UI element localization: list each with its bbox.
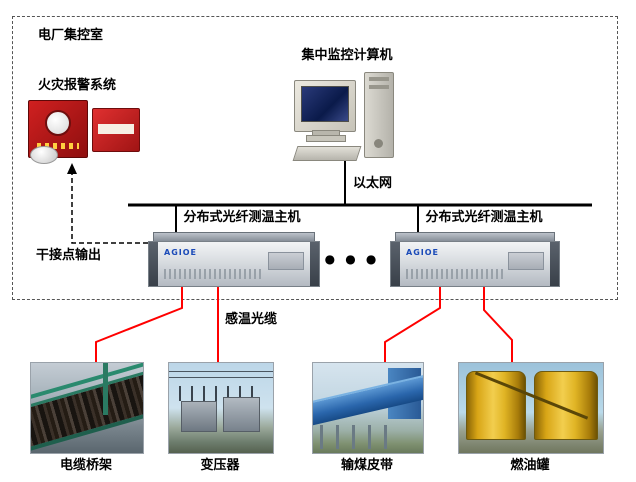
- fuel-tank-photo: [458, 362, 604, 454]
- power-line: [169, 371, 273, 373]
- call-point-label-strip: [98, 124, 134, 134]
- dry-contact-dashed-line: [71, 172, 148, 244]
- rack-front-panel: AGIOE: [390, 241, 560, 287]
- keyboard: [292, 146, 362, 161]
- more-hosts-ellipsis: ● ● ●: [324, 252, 380, 266]
- alarm-gauge-dial: [45, 110, 71, 136]
- rack-mount-ear: [550, 242, 559, 286]
- control-room-boundary: [12, 16, 618, 300]
- computer-tower: [364, 72, 394, 158]
- fire-alarm-graphic: [28, 96, 140, 164]
- site-label-cable-tray: 电缆桥架: [59, 458, 113, 473]
- transformer-body: [223, 397, 261, 432]
- crt-monitor: [294, 80, 356, 132]
- support-legs: [319, 425, 399, 449]
- control-room-label: 电厂集控室: [38, 28, 104, 43]
- alarm-indicator-lights: [37, 143, 79, 149]
- monitor-base: [306, 135, 346, 142]
- rack-mount-ear: [310, 242, 319, 286]
- monitoring-computer-graphic: [292, 72, 400, 164]
- smoke-detector: [30, 146, 58, 164]
- rack-mount-ear: [149, 242, 158, 286]
- site-label-transformer: 变压器: [200, 458, 240, 473]
- bushings: [179, 386, 263, 401]
- fiber-host-left: AGIOE: [148, 232, 320, 287]
- rack-vents: [164, 269, 263, 279]
- host-brand-text: AGIOE: [164, 248, 197, 257]
- fire-alarm-label: 火灾报警系统: [38, 78, 117, 93]
- fire-alarm-call-point: [92, 108, 140, 152]
- dry-contact-arrowhead: [67, 163, 77, 174]
- transformer-photo: [168, 362, 274, 454]
- rack-port-cluster: [268, 252, 304, 270]
- fiber-cable-label: 感温光缆: [225, 312, 278, 327]
- rack-vents: [406, 269, 504, 279]
- host-right-label: 分布式光纤测温主机: [425, 210, 543, 225]
- fuel-tank-cylinder: [533, 371, 598, 440]
- site-label-conveyor: 输煤皮带: [340, 458, 394, 473]
- cable-tray-photo: [30, 362, 144, 454]
- fiber-line-fuel-tank: [483, 287, 513, 363]
- rack-mount-ear: [391, 242, 400, 286]
- fiber-line-conveyor: [384, 287, 441, 363]
- drive-bay: [369, 77, 389, 81]
- rack-top-edge: [395, 232, 555, 241]
- fiber-line-cable-tray: [95, 287, 183, 363]
- power-line: [169, 376, 273, 378]
- ethernet-label: 以太网: [353, 176, 393, 191]
- tray-post: [102, 363, 108, 416]
- power-button-glyph: [374, 139, 383, 148]
- rack-top-edge: [153, 232, 315, 241]
- rack-port-cluster: [508, 252, 544, 270]
- host-left-label: 分布式光纤测温主机: [183, 210, 301, 225]
- host-brand-text: AGIOE: [406, 248, 439, 257]
- transformer-body: [181, 400, 217, 432]
- drive-bay: [369, 85, 389, 89]
- computer-label: 集中监控计算机: [301, 48, 393, 63]
- dry-contact-label: 干接点输出: [36, 248, 102, 263]
- fiber-host-right: AGIOE: [390, 232, 560, 287]
- coal-conveyor-photo: [312, 362, 424, 454]
- rack-front-panel: AGIOE: [148, 241, 320, 287]
- fuel-tank-cylinder: [466, 371, 526, 440]
- site-label-fuel-tank: 燃油罐: [510, 458, 550, 473]
- monitor-screen: [301, 86, 349, 122]
